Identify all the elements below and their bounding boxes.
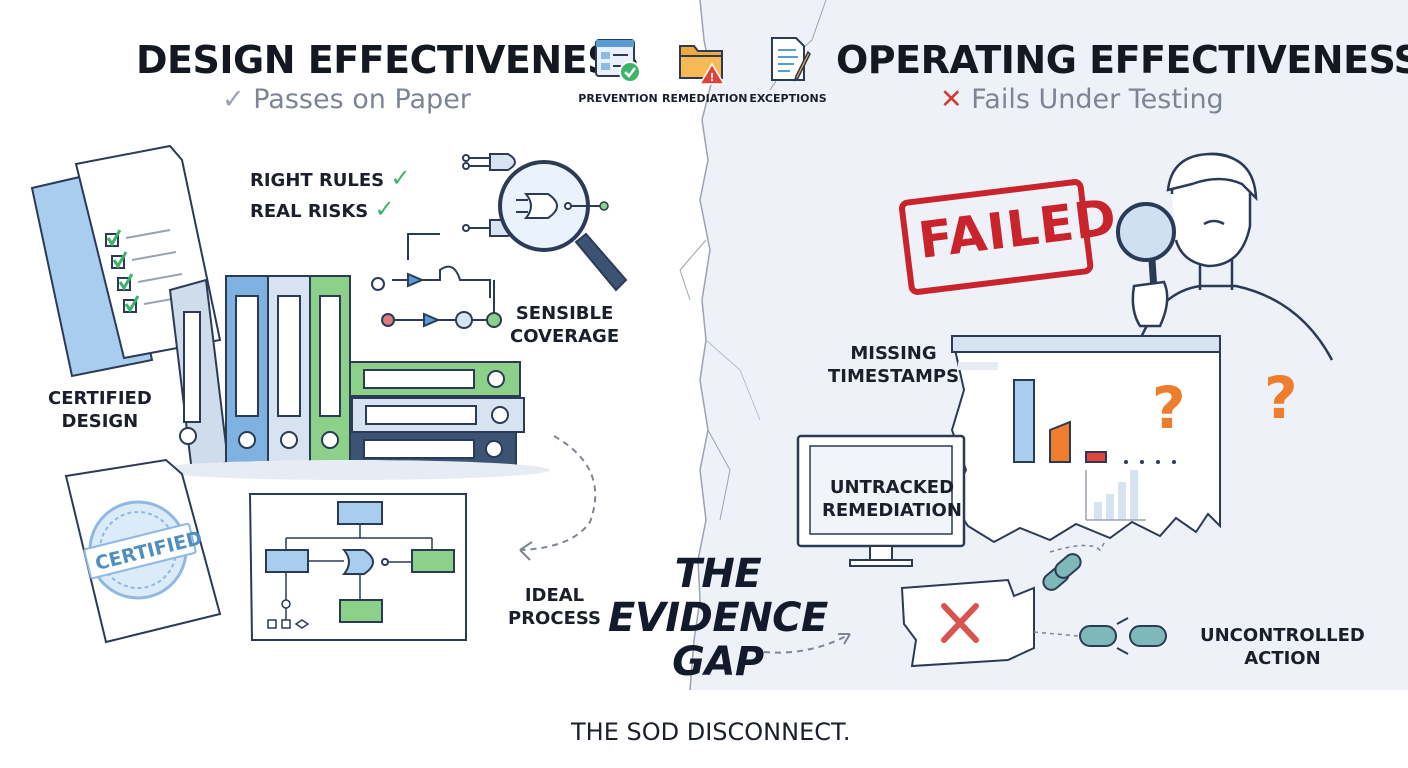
binders <box>168 275 525 474</box>
header-icon-strip: ! <box>595 37 811 85</box>
question-mark-icon: ? <box>1152 374 1186 442</box>
remediation-icon: ! <box>679 45 726 85</box>
untracked-remediation-label: UNTRACKED REMEDIATION <box>822 477 962 521</box>
design-subtitle-text: Passes on Paper <box>253 84 471 115</box>
operating-subtitle: ✕ Fails Under Testing <box>940 84 1224 115</box>
footer-caption: THE SOD DISCONNECT. <box>571 718 851 746</box>
operating-subtitle-text: Fails Under Testing <box>971 84 1224 115</box>
uncontrolled-action-label: UNCONTROLLED ACTION <box>1200 625 1365 669</box>
prevention-icon <box>595 39 641 83</box>
broken-chain-icon <box>1042 553 1167 655</box>
design-illustration <box>30 144 628 644</box>
exceptions-icon <box>771 37 811 82</box>
green-check-icon: ✓ <box>390 164 411 192</box>
check-label-right-rules: RIGHT RULES <box>250 170 385 191</box>
check-label-real-risks: REAL RISKS <box>250 201 369 222</box>
binders-shadow <box>150 460 550 480</box>
sensible-coverage-label: SENSIBLE COVERAGE <box>510 303 620 347</box>
certified-design-label: CERTIFIED DESIGN <box>48 388 152 432</box>
svg-text:!: ! <box>709 71 714 84</box>
ideal-process-label: IDEAL PROCESS <box>508 585 601 629</box>
x-icon: ✕ <box>940 84 963 115</box>
failed-stamp <box>898 179 1094 295</box>
prevention-label: PREVENTION <box>578 92 658 105</box>
remediation-label: REMEDIATION <box>662 92 748 105</box>
question-mark-icon: ? <box>1264 364 1298 432</box>
process-flow-diagram <box>248 493 467 641</box>
design-effectiveness-title: DESIGN EFFECTIVENESS <box>136 38 640 82</box>
gap-arrow <box>763 633 851 654</box>
rejected-note <box>900 578 1035 668</box>
arrow-head <box>519 541 533 561</box>
check-item-real-risks: REAL RISKS ✓ <box>250 195 395 223</box>
dashed-arrow <box>519 435 597 551</box>
monitor-icon <box>796 434 966 567</box>
magnifying-glass-icon <box>498 160 628 292</box>
green-check-icon: ✓ <box>374 195 395 223</box>
check-icon: ✓ <box>222 84 245 115</box>
exceptions-label: EXCEPTIONS <box>749 92 827 105</box>
check-item-right-rules: RIGHT RULES ✓ <box>250 164 411 192</box>
operating-effectiveness-title: OPERATING EFFECTIVENESS <box>836 38 1408 82</box>
operating-illustration <box>796 152 1334 668</box>
missing-timestamps-label: MISSING TIMESTAMPS <box>828 343 960 387</box>
investigator-figure <box>1138 152 1334 361</box>
torn-dashboard <box>948 335 1221 544</box>
evidence-gap-title: THE EVIDENCE GAP <box>608 551 828 685</box>
certified-document <box>64 458 222 644</box>
design-subtitle: ✓ Passes on Paper <box>222 84 471 115</box>
magnifying-glass-icon <box>1116 202 1176 328</box>
